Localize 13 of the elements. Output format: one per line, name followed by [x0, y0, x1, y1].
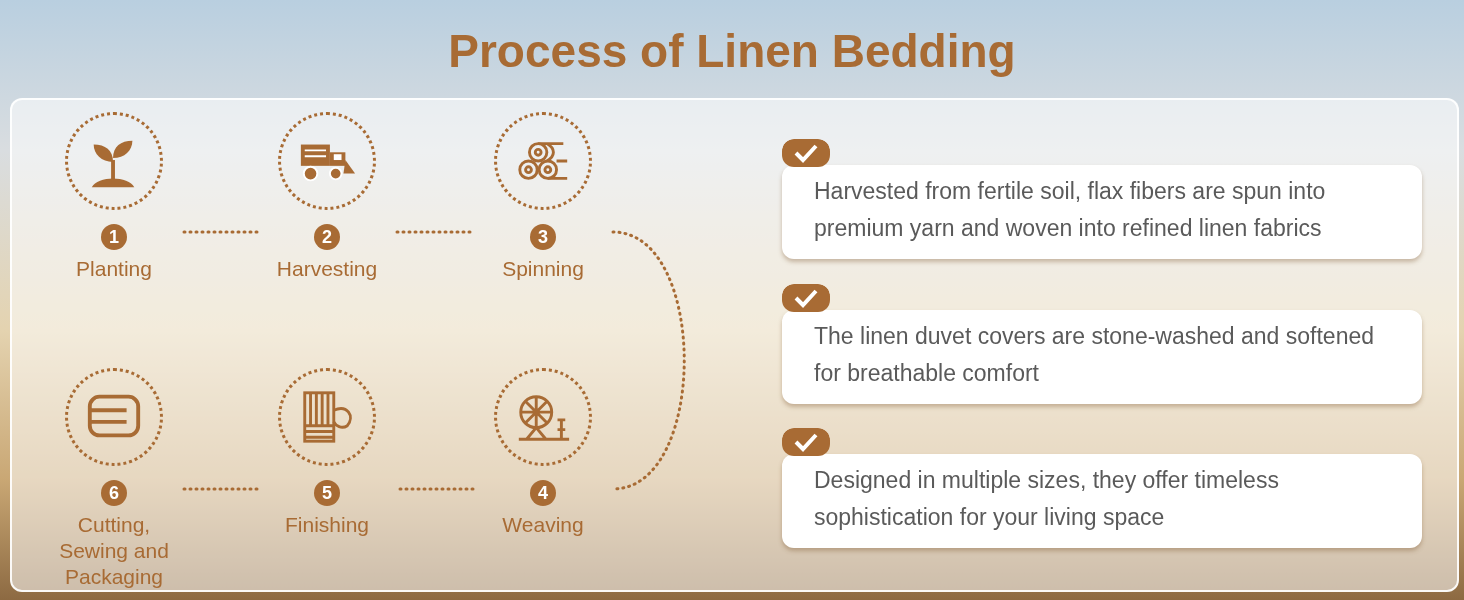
- dotted-connector: [182, 487, 259, 491]
- step-label: Finishing: [284, 512, 369, 538]
- description-text: Harvested from fertile soil, flax fibers are spun into premium yarn and woven into refined linen fabrics: [814, 177, 1327, 243]
- step-label: Harvesting: [276, 256, 378, 282]
- step-label: Spinning: [502, 256, 584, 282]
- step-label: Weaving: [502, 512, 584, 538]
- dotted-connector: [611, 230, 686, 491]
- step-label: Planting: [76, 256, 152, 282]
- description-text: Designed in multiple sizes, they offer timeless sophistication for your living space: [814, 466, 1280, 532]
- title: Process of Linen Bedding: [447, 24, 1017, 78]
- step-label: Cutting, Sewing and Packaging: [58, 512, 170, 590]
- dotted-connector: [182, 230, 259, 234]
- description-text: The linen duvet covers are stone-washed and softened for breathable comfort: [814, 322, 1376, 388]
